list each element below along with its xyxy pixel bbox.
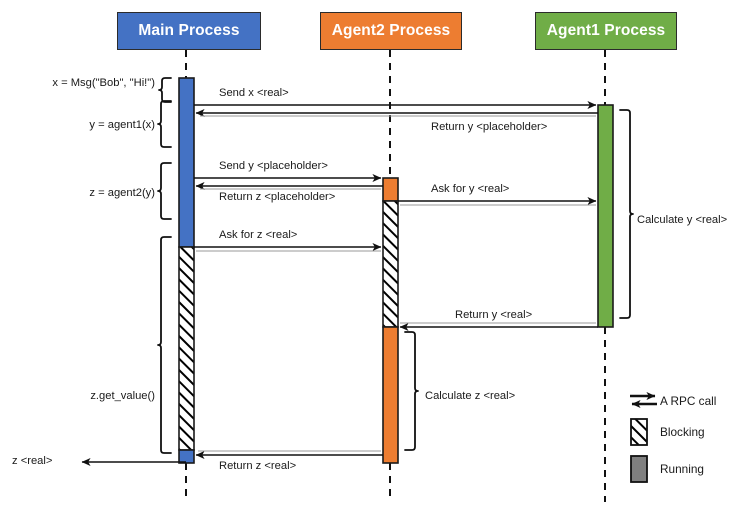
legend-blocking-swatch bbox=[630, 418, 648, 446]
brace-calculate-z bbox=[404, 331, 419, 451]
message-label-ask-for-z: Ask for z <real> bbox=[219, 229, 298, 241]
legend-running-swatch bbox=[630, 455, 648, 483]
lifeline-dashes bbox=[185, 50, 606, 502]
annotation-label-z-get-value: z.get_value() bbox=[90, 390, 155, 402]
activation-agent2-running-1 bbox=[382, 177, 399, 202]
lifeline-header-main[interactable]: Main Process bbox=[117, 12, 261, 50]
legend-label-blocking: Blocking bbox=[660, 425, 705, 439]
activation-main-running-1 bbox=[178, 77, 195, 248]
activation-agent2-running-2 bbox=[382, 326, 399, 464]
annotation-label-x-assign: x = Msg("Bob", "Hi!") bbox=[52, 77, 155, 89]
activation-agent1-running bbox=[597, 104, 614, 328]
message-label-return-y-real: Return y <real> bbox=[455, 309, 533, 321]
brace-calculate-y bbox=[619, 109, 634, 319]
output-label-z-real: z <real> bbox=[12, 455, 53, 467]
message-label-return-y-placeholder: Return y <placeholder> bbox=[431, 121, 548, 133]
message-label-return-z-placeholder: Return z <placeholder> bbox=[219, 191, 336, 203]
legend-label-rpc-call: A RPC call bbox=[660, 394, 717, 408]
message-label-send-x: Send x <real> bbox=[219, 87, 289, 99]
legend-label-running: Running bbox=[660, 462, 704, 476]
lifeline-header-agent1[interactable]: Agent1 Process bbox=[535, 12, 677, 50]
brace-x-assign bbox=[158, 77, 172, 103]
brace-z-get-value bbox=[157, 236, 172, 454]
lifeline-header-agent2[interactable]: Agent2 Process bbox=[320, 12, 462, 50]
activation-main-blocking bbox=[178, 246, 195, 451]
message-label-send-y-placeholder: Send y <placeholder> bbox=[219, 160, 328, 172]
annotation-label-calculate-y: Calculate y <real> bbox=[637, 214, 728, 226]
activation-main-running-2 bbox=[178, 449, 195, 464]
lifeline-header-main-label: Main Process bbox=[138, 22, 240, 39]
brace-z-assign bbox=[157, 162, 172, 220]
brace-y-assign bbox=[157, 100, 172, 148]
annotation-label-calculate-z: Calculate z <real> bbox=[425, 390, 516, 402]
lifeline-header-agent2-label: Agent2 Process bbox=[331, 22, 451, 39]
lifeline-header-agent1-label: Agent1 Process bbox=[546, 22, 666, 39]
annotation-label-z-assign: z = agent2(y) bbox=[89, 187, 155, 199]
message-label-return-z-real: Return z <real> bbox=[219, 460, 297, 472]
legend-rpc-call-icon bbox=[630, 392, 657, 408]
annotation-label-y-assign: y = agent1(x) bbox=[89, 119, 155, 131]
activation-agent2-blocking bbox=[382, 200, 399, 328]
message-label-ask-for-y: Ask for y <real> bbox=[431, 183, 510, 195]
